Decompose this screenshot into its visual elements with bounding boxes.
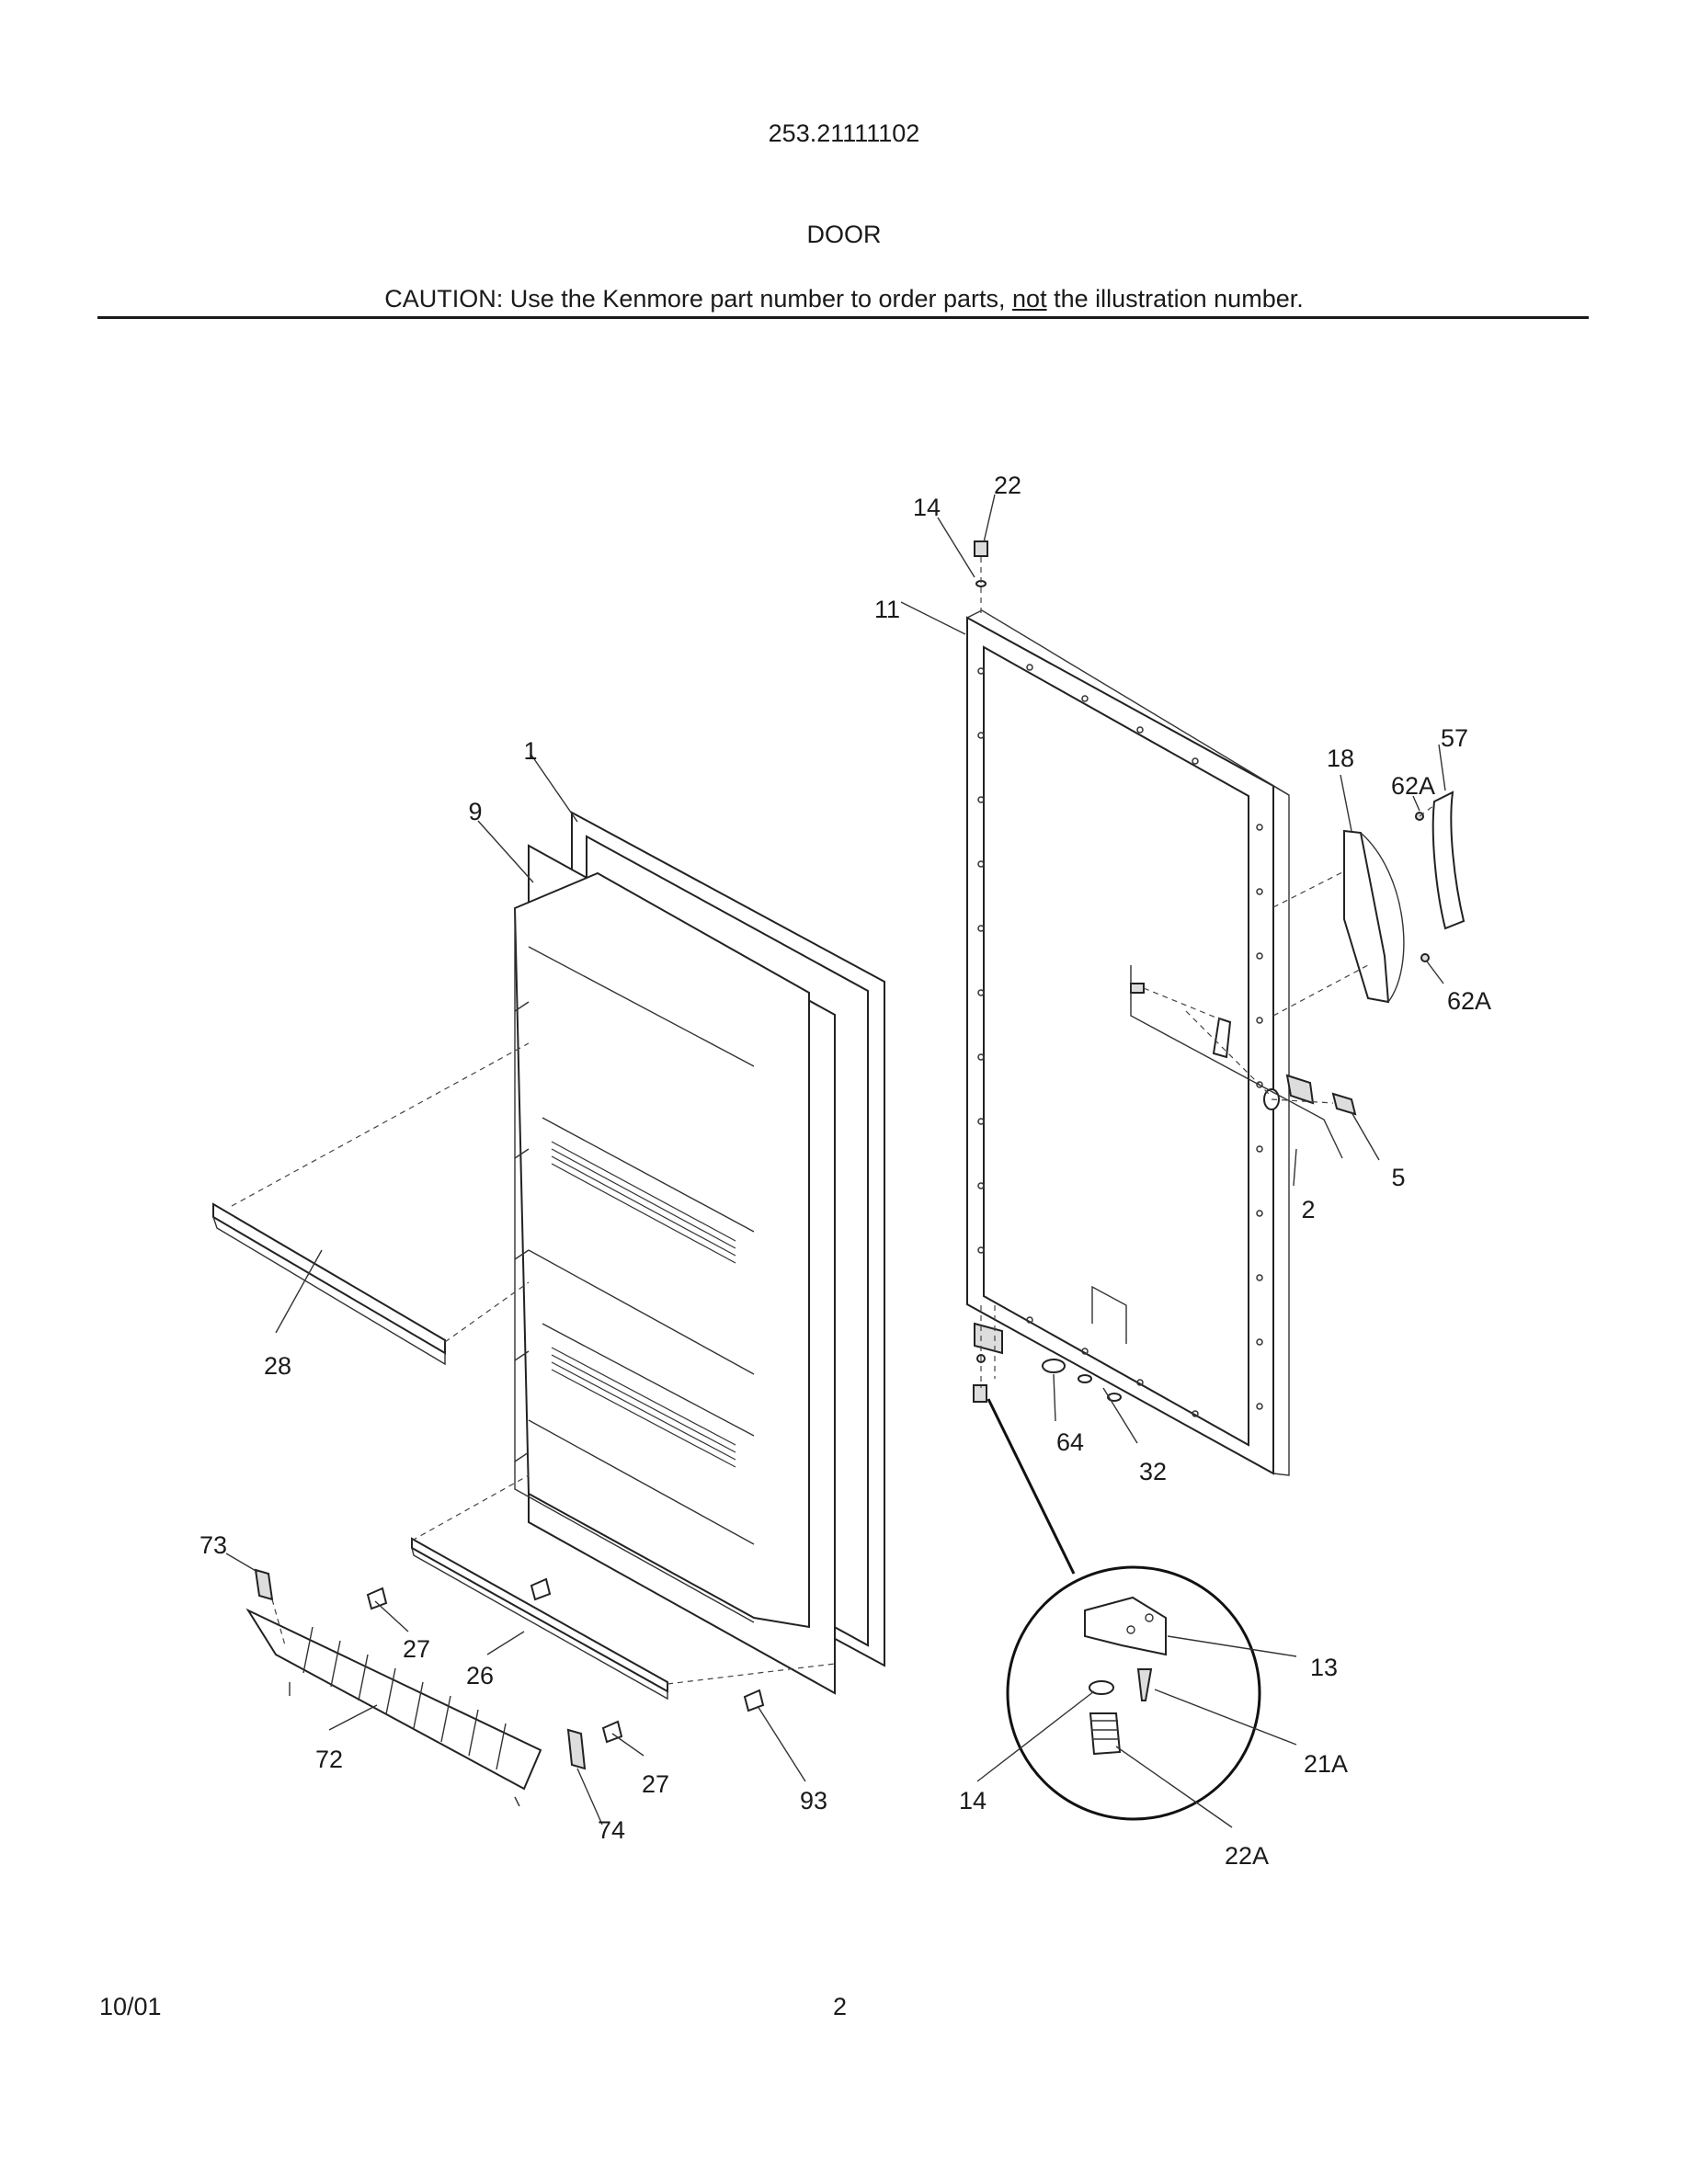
callout-27-bottom: 27 xyxy=(642,1770,669,1798)
callout-18: 18 xyxy=(1327,745,1354,772)
bottom-hinge-bracket xyxy=(973,1305,1003,1403)
shelf-rail-28 xyxy=(212,1202,446,1366)
callout-93: 93 xyxy=(800,1787,827,1814)
plugs-32 xyxy=(1078,1374,1122,1402)
handle-18 xyxy=(1343,829,1405,1004)
callout-32: 32 xyxy=(1139,1458,1167,1485)
detail-magnifier xyxy=(987,1398,1261,1821)
callout-13: 13 xyxy=(1310,1654,1338,1681)
caution-suffix: the illustration number. xyxy=(1046,285,1304,313)
callout-73: 73 xyxy=(200,1531,227,1559)
header-rule xyxy=(97,316,1589,319)
assembly-guides xyxy=(231,804,1435,1685)
caution-prefix: CAUTION: Use the Kenmore part number to … xyxy=(384,285,1013,313)
callout-62a-bottom: 62A xyxy=(1447,987,1491,1015)
callout-26: 26 xyxy=(466,1662,494,1689)
kick-plate-grille xyxy=(245,1608,542,1807)
screw-27-left xyxy=(366,1587,388,1610)
callout-2: 2 xyxy=(1301,1196,1315,1223)
trim-57 xyxy=(1431,791,1466,930)
callout-74: 74 xyxy=(598,1816,625,1844)
leader-lines xyxy=(225,494,1446,1828)
screw-27-mid xyxy=(530,1577,552,1601)
outer-door-panel xyxy=(966,609,1290,1476)
callout-14-detail: 14 xyxy=(959,1787,987,1814)
callout-57: 57 xyxy=(1441,724,1468,752)
callout-5: 5 xyxy=(1391,1164,1405,1191)
callout-21a: 21A xyxy=(1304,1750,1348,1778)
page-number: 2 xyxy=(833,1993,848,2020)
callout-labels: 22 14 11 57 18 62A 62A 1 9 5 2 28 64 32 … xyxy=(200,472,1491,1870)
callout-22a: 22A xyxy=(1225,1842,1269,1870)
bracket-73 xyxy=(254,1568,274,1601)
callout-72: 72 xyxy=(315,1746,343,1773)
callout-64: 64 xyxy=(1056,1428,1084,1456)
callout-14-top: 14 xyxy=(913,494,941,521)
caution-emphasis: not xyxy=(1012,285,1047,313)
bracket-74 xyxy=(566,1728,587,1770)
inner-door-liner xyxy=(513,844,836,1695)
screw-93 xyxy=(743,1689,765,1712)
callout-1: 1 xyxy=(523,737,537,765)
callout-11: 11 xyxy=(874,596,900,623)
model-number: 253.21111102 xyxy=(768,119,920,147)
callout-22: 22 xyxy=(994,472,1021,499)
callout-27-left: 27 xyxy=(403,1635,430,1663)
caution-note: CAUTION: Use the Kenmore part number to … xyxy=(0,285,1688,313)
screws-62a xyxy=(1415,812,1430,962)
shelf-rail-26 xyxy=(411,1537,668,1701)
section-title: DOOR xyxy=(806,221,882,248)
revision-date: 10/01 xyxy=(99,1993,162,2020)
lock-assembly xyxy=(1130,965,1357,1159)
plug-64 xyxy=(1042,1359,1066,1373)
callout-62a-top: 62A xyxy=(1391,772,1435,800)
top-hinge-pin xyxy=(974,540,988,618)
callout-28: 28 xyxy=(264,1352,291,1380)
callout-9: 9 xyxy=(468,798,482,825)
